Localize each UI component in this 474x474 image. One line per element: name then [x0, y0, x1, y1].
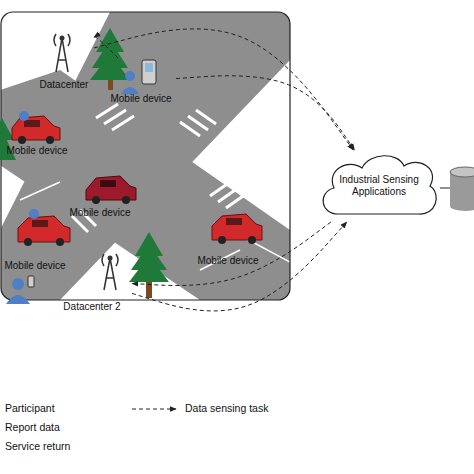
datacenter-node: Datacenter 2 [52, 250, 132, 312]
node-label: Industrial Sensing Applications [337, 174, 421, 198]
connector-line [440, 188, 450, 189]
person-head [125, 71, 135, 81]
car [212, 214, 262, 244]
legend-sample-line [132, 409, 176, 410]
mobile-device-node: Mobile device [192, 212, 264, 266]
person-head [12, 278, 24, 290]
person-body [121, 87, 139, 94]
database-icon [450, 167, 474, 211]
legend-label: Participant [5, 402, 55, 414]
node-label: Datacenter 2 [63, 301, 120, 312]
car [12, 111, 60, 144]
legend-label: Service return [5, 440, 70, 452]
area-fill [1, 12, 290, 300]
legend-item: Report data [5, 421, 60, 433]
person-body [6, 295, 30, 304]
road [1, 70, 290, 300]
data-flow-arrow [94, 29, 353, 150]
antenna-tower [102, 254, 118, 290]
mobile-device-node: Mobile device [64, 172, 136, 218]
data-flow-arrow [132, 222, 347, 311]
legend-item: Data sensing task [185, 402, 268, 414]
mobile-device-node: Mobile device [106, 58, 176, 104]
node-label: Mobile device [197, 255, 258, 266]
data-flow-arrow [132, 222, 331, 286]
car [18, 209, 70, 246]
legend-item: Service return [5, 440, 70, 452]
mobile-device-node: Mobile device [2, 112, 72, 156]
phone-icon [142, 60, 156, 84]
node-label: Mobile device [69, 207, 130, 218]
area-frame [1, 12, 290, 300]
legend-item: Participant [5, 402, 55, 414]
datacenter-node: Datacenter [34, 22, 94, 90]
cloud-node: Industrial Sensing Applications [318, 150, 440, 222]
data-flow-arrow [176, 76, 354, 150]
legend-label: Data sensing task [185, 402, 268, 414]
node-label: Mobile device [6, 145, 67, 156]
data-flow-arrow [94, 37, 118, 58]
mobile-device-node: Mobile device [0, 215, 70, 271]
node-label: Datacenter [40, 79, 89, 90]
tree [90, 28, 130, 90]
legend-label: Report data [5, 421, 60, 433]
car [86, 176, 136, 204]
node-label: Mobile device [110, 93, 171, 104]
phone-icon [28, 276, 34, 287]
road [1, 12, 290, 300]
antenna-tip [108, 256, 113, 261]
antenna-tower [54, 34, 70, 72]
node-label: Mobile device [4, 260, 65, 271]
antenna-tip [60, 36, 65, 41]
cloud-shape [323, 156, 436, 214]
phone-screen [145, 63, 153, 72]
tree [129, 232, 169, 298]
